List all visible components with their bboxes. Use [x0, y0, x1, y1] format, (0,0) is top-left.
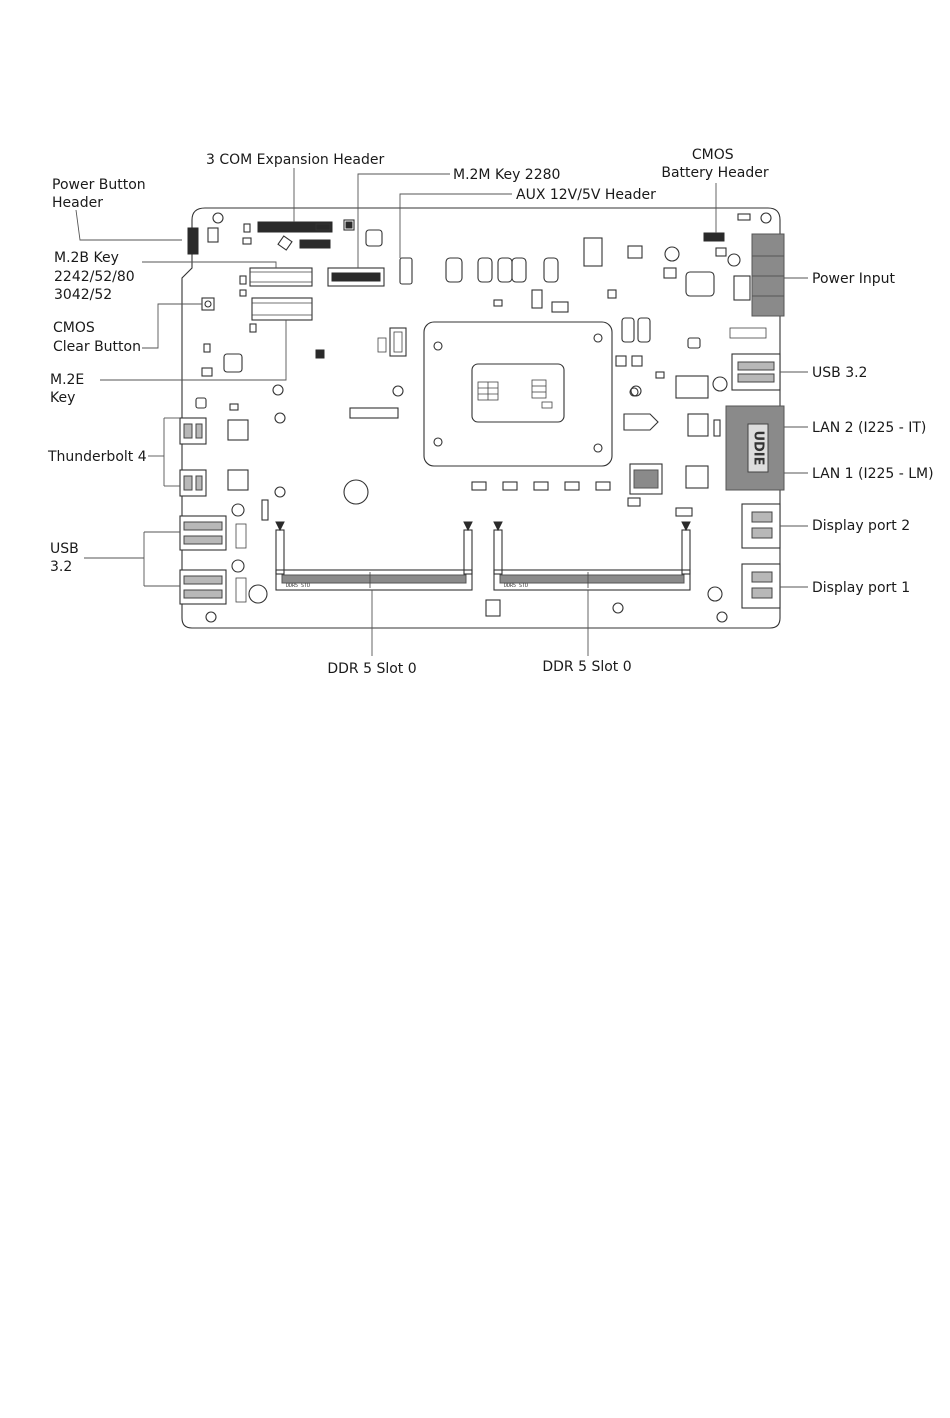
lan-stack-text: UDIE: [751, 430, 766, 465]
label-display-port-2: Display port 2: [812, 518, 910, 534]
label-lan2: LAN 2 (I225 - IT): [812, 420, 926, 436]
label-lan1: LAN 1 (I225 - LM): [812, 466, 934, 482]
ddr-slot-right-component: DDR5 STD: [485, 521, 691, 617]
usb-right-port: [731, 353, 781, 391]
m2m-slot-component: [327, 219, 385, 287]
label-cmos-battery-header: CMOS Battery Header: [661, 147, 768, 181]
com-expansion-header-component: [242, 221, 333, 251]
label-ddr-slot-left: DDR 5 Slot 0: [327, 661, 416, 677]
smd-pads-row: [349, 407, 611, 491]
label-usb-left: USB 3.2: [50, 541, 83, 575]
m2e-slot-component: [249, 297, 313, 333]
power-input-connector: [751, 233, 785, 317]
label-power-button-header: Power Button Header: [52, 177, 150, 211]
motherboard: DDR5 STD DDR5 STD: [179, 207, 785, 629]
label-m2b-key: M.2B Key 2242/52/80 3042/52: [54, 250, 139, 303]
ddr-right-marking: DDR5 STD: [504, 583, 528, 589]
cmos-battery-header-component: [703, 213, 751, 242]
label-m2m-key: M.2M Key 2280: [453, 167, 560, 183]
cmos-clear-button-component: [201, 297, 325, 377]
display-port-2-connector: [741, 503, 781, 549]
label-usb-right: USB 3.2: [812, 365, 867, 381]
ddr-slot-left-component: DDR5 STD: [275, 521, 473, 591]
label-thunderbolt: Thunderbolt 4: [47, 449, 147, 465]
label-power-input: Power Input: [812, 271, 896, 287]
power-button-header-component: [187, 227, 219, 255]
label-m2e-key: M.2E Key: [50, 372, 89, 406]
callout-labels: Power Button Header 3 COM Expansion Head…: [47, 147, 934, 677]
label-com-expansion-header: 3 COM Expansion Header: [206, 152, 384, 168]
cpu-socket: [423, 321, 613, 467]
label-aux-header: AUX 12V/5V Header: [516, 187, 656, 203]
usb-left-ports: [179, 499, 269, 605]
mounting-holes: [205, 212, 772, 623]
thunderbolt-ports: [179, 397, 249, 497]
board-outline: [181, 207, 781, 629]
ddr-left-marking: DDR5 STD: [286, 583, 310, 589]
display-port-1-connector: [741, 563, 781, 609]
aux-header-component: [377, 257, 413, 357]
leader-lines: [75, 168, 808, 656]
m2b-slot-component: [239, 267, 313, 297]
label-display-port-1: Display port 1: [812, 580, 910, 596]
label-cmos-clear-button: CMOS Clear Button: [53, 320, 141, 355]
mid-right-components: [615, 317, 767, 517]
power-area-components: [663, 246, 751, 301]
lan-stack-connector: UDIE: [725, 405, 785, 491]
label-ddr-slot-right: DDR 5 Slot 0: [542, 659, 631, 675]
top-capacitors: [445, 237, 643, 313]
